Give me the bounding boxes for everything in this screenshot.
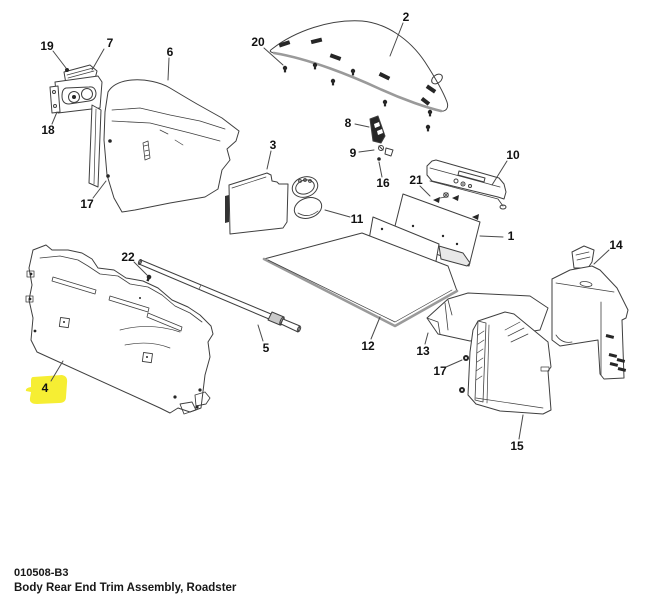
screw-16 [377, 157, 381, 161]
callout-9[interactable]: 9 [349, 146, 357, 160]
callout-5[interactable]: 5 [262, 341, 270, 355]
callout-2[interactable]: 2 [402, 10, 410, 24]
callout-4-highlight [25, 375, 68, 404]
part-4-shape [25, 244, 214, 415]
part-3-shape [225, 172, 289, 235]
callout-8[interactable]: 8 [344, 116, 352, 130]
part-11-shape [291, 176, 323, 219]
callout-19[interactable]: 19 [40, 39, 54, 53]
callout-20[interactable]: 20 [251, 35, 265, 49]
part-14-shape [551, 245, 629, 380]
part-5-shape [137, 259, 302, 333]
callout-6[interactable]: 6 [166, 45, 174, 59]
callout-12[interactable]: 12 [361, 339, 375, 353]
callout-17-left[interactable]: 17 [80, 197, 94, 211]
callout-18[interactable]: 18 [41, 123, 55, 137]
grommets-17 [459, 355, 469, 393]
callout-17-right[interactable]: 17 [433, 364, 447, 378]
figure-footer: 010508-B3 Body Rear End Trim Assembly, R… [14, 566, 236, 596]
figure-caption: Body Rear End Trim Assembly, Roadster [14, 582, 237, 594]
callout-7[interactable]: 7 [106, 36, 114, 50]
push-pin-fasteners [282, 62, 433, 132]
part-10-shape [426, 159, 507, 210]
screw-19 [65, 68, 69, 72]
part-21-shape [433, 192, 479, 220]
figure-code: 010508-B3 [14, 567, 69, 579]
part-9-shape [377, 145, 394, 161]
callout-11[interactable]: 11 [350, 212, 364, 226]
part-7-shape [49, 64, 103, 114]
callout-13[interactable]: 13 [416, 344, 430, 358]
part-6-shape [88, 79, 240, 213]
part-8-shape [369, 115, 386, 144]
callout-14[interactable]: 14 [609, 238, 623, 252]
part-12-shape [262, 232, 459, 328]
part-15-shape [459, 311, 552, 415]
callout-15[interactable]: 15 [510, 439, 524, 453]
callout-1[interactable]: 1 [507, 229, 515, 243]
callout-16[interactable]: 16 [376, 176, 390, 190]
callout-10[interactable]: 10 [506, 148, 520, 162]
leader-lines [50, 22, 610, 440]
callout-21[interactable]: 21 [409, 173, 423, 187]
callout-3[interactable]: 3 [269, 138, 277, 152]
callout-4-highlighted[interactable]: 4 [41, 381, 49, 395]
callout-22[interactable]: 22 [121, 250, 135, 264]
part-2-shape [269, 20, 449, 113]
fastener-22 [146, 274, 152, 282]
